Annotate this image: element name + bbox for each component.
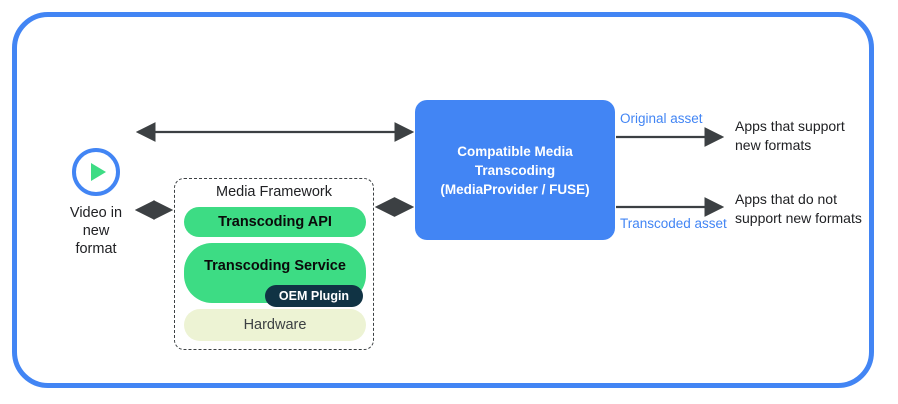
- video-source-group: Video in new format: [44, 148, 148, 258]
- media-framework-group: Media Framework Transcoding API Transcod…: [174, 178, 374, 350]
- transcoding-api-block: Transcoding API: [184, 207, 366, 237]
- play-triangle-icon: [91, 163, 106, 181]
- compatible-media-transcoding-box: Compatible Media Transcoding (MediaProvi…: [415, 100, 615, 240]
- play-circle-icon: [72, 148, 120, 196]
- hardware-block: Hardware: [184, 309, 366, 341]
- transcoded-asset-edge-label: Transcoded asset: [620, 216, 727, 231]
- apps-supporting-new-formats-label: Apps that support new formats: [735, 118, 845, 153]
- media-framework-title: Media Framework: [215, 184, 333, 200]
- original-asset-edge-label: Original asset: [620, 111, 703, 126]
- oem-plugin-badge: OEM Plugin: [265, 285, 363, 307]
- apps-not-supporting-new-formats-label: Apps that do not support new formats: [735, 191, 862, 226]
- video-source-label: Video in new format: [69, 205, 123, 257]
